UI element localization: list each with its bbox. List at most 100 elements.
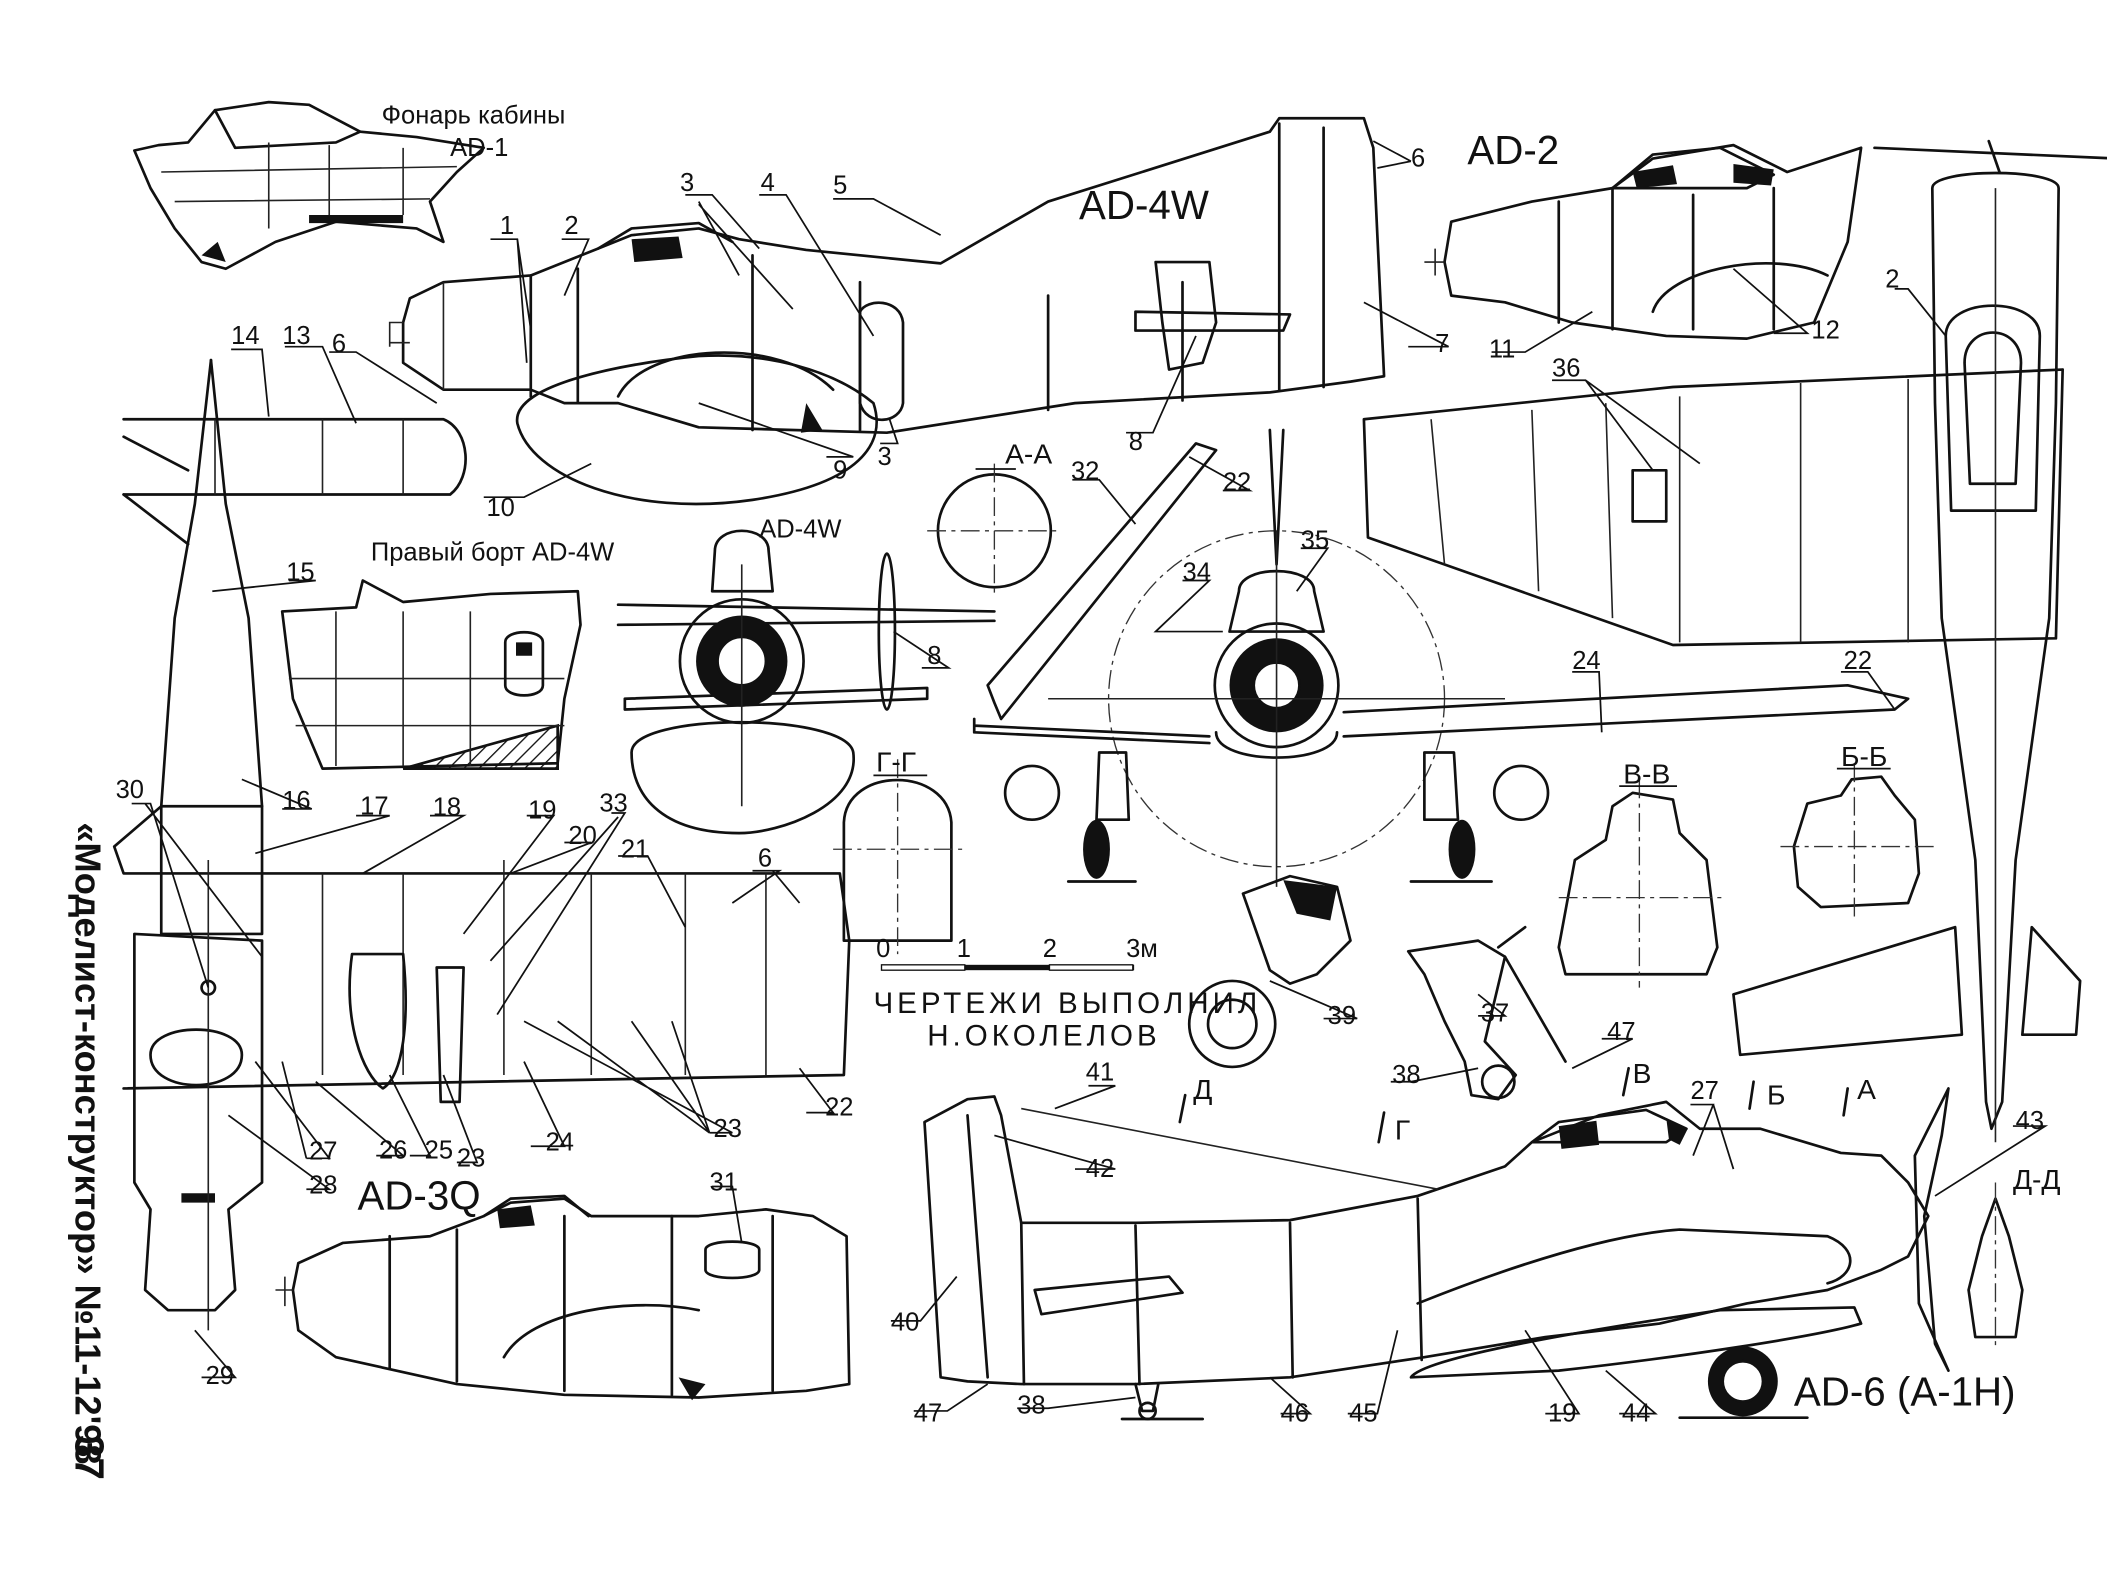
callout-21: 21 [621,835,649,863]
callout-23: 23 [457,1144,485,1172]
section-mark-v: В [1633,1057,1652,1089]
callout-1: 1 [500,212,514,240]
callout-22: 22 [825,1093,853,1121]
view-title-ad4w-front: AD-4W [759,516,841,544]
callout-38: 38 [1392,1061,1420,1089]
callout-12: 12 [1811,317,1839,345]
section-label-a-a: А-А [1005,438,1052,470]
callout-7: 7 [1435,330,1449,358]
callout-20: 20 [568,822,596,850]
credit-line2: Н.ОКОЛЕЛОВ [927,1019,1161,1052]
scale-tick-3: 3м [1126,935,1158,963]
section-mark-g: Г [1395,1114,1410,1146]
ad4w-right-side-drawing [280,579,582,770]
callout-8: 8 [1129,428,1143,456]
callout-30: 30 [116,776,144,804]
callout-14: 14 [231,322,259,350]
callout-34: 34 [1183,559,1211,587]
callout-26: 26 [379,1136,407,1164]
callout-22: 22 [1844,647,1872,675]
callout-41: 41 [1086,1058,1114,1086]
view-title-ad4w-right-side: Правый борт AD-4W [371,538,614,566]
plan-view-right-drawing [1362,139,2107,1143]
callout-22: 22 [1223,468,1251,496]
view-title-ad1-canopy-line1: Фонарь кабины [382,102,566,130]
section-mark-d: Д [1193,1073,1212,1105]
scale-tick-1: 1 [957,935,971,963]
callout-11: 11 [1489,335,1516,363]
callout-38: 38 [1017,1392,1045,1420]
callout-42: 42 [1086,1155,1114,1183]
section-label-d-d: Д-Д [2013,1163,2061,1195]
view-title-ad1-canopy-line2: AD-1 [450,134,508,162]
scale-bar: 0 1 2 3м [876,935,1158,971]
callout-36: 36 [1552,354,1580,382]
callout-25: 25 [425,1136,453,1164]
callout-5: 5 [833,172,847,200]
ad6-front-drawing [972,428,1910,887]
section-cut-markers [1178,1066,1849,1144]
callout-28: 28 [309,1171,337,1199]
callout-15: 15 [286,559,314,587]
plan-view-left-drawing [112,358,851,1331]
callout-17: 17 [360,792,388,820]
magazine-caption: «Моделист-конструктор» №11-12'98 [67,822,108,1464]
callout-10: 10 [486,494,514,522]
ad3q-side-drawing [275,1194,851,1401]
ad4w-side-drawing [388,116,1412,506]
ad6-side-drawing [923,1087,1950,1421]
callout-47: 47 [1607,1018,1635,1046]
callout-24: 24 [546,1128,574,1156]
section-g-g-drawing [833,759,965,955]
section-label-b-b: Б-Б [1841,740,1887,772]
callout-33: 33 [599,790,627,818]
callout-47: 47 [914,1400,942,1428]
section-mark-b: Б [1767,1079,1786,1111]
view-title-ad6: AD-6 (A-1H) [1794,1370,2016,1415]
callout-24: 24 [1572,647,1600,675]
callout-3: 3 [877,443,891,471]
callout-leaders [131,193,2049,1415]
view-title-ad3q: AD-3Q [357,1173,480,1218]
ad1-canopy-drawing [133,100,486,271]
callout-29: 29 [206,1362,234,1390]
section-a-a-drawing [927,463,1062,598]
callout-6: 6 [332,330,346,358]
section-label-g-g: Г-Г [876,745,916,777]
ad2-side-drawing [1424,143,1863,340]
callout-39: 39 [1328,1002,1356,1030]
callout-19: 19 [1548,1400,1576,1428]
callout-32: 32 [1071,458,1099,486]
landing-gear-detail-drawing [1187,874,1567,1101]
callout-45: 45 [1349,1400,1377,1428]
callout-numbers: 1 2 3 4 5 6 7 8 9 3 10 11 12 2 36 14 13 … [116,145,2044,1428]
callout-40: 40 [891,1308,919,1336]
callout-27: 27 [309,1138,337,1166]
callout-27: 27 [1690,1077,1718,1105]
callout-3: 3 [680,169,694,197]
page-number: 37 [66,1435,111,1480]
callout-9: 9 [833,456,847,484]
callout-37: 37 [1481,999,1509,1027]
callout-31: 31 [710,1169,738,1197]
view-title-ad2: AD-2 [1467,128,1559,173]
callout-4: 4 [761,169,775,197]
callout-23: 23 [714,1115,742,1143]
callout-35: 35 [1301,526,1329,554]
callout-18: 18 [433,794,461,822]
section-label-v-v: В-В [1623,757,1670,789]
section-b-b-drawing [1780,763,1935,921]
callout-6: 6 [758,845,772,873]
section-mark-a: А [1857,1073,1876,1105]
callout-8: 8 [927,642,941,670]
section-v-v-drawing [1557,779,1727,988]
callout-46: 46 [1281,1400,1309,1428]
callout-44: 44 [1622,1400,1650,1428]
callout-16: 16 [282,787,310,815]
scale-tick-0: 0 [876,935,890,963]
scale-tick-2: 2 [1043,935,1057,963]
credit-line1: ЧЕРТЕЖИ ВЫПОЛНИЛ [873,987,1261,1020]
callout-43: 43 [2016,1107,2044,1135]
callout-2: 2 [1885,266,1899,294]
